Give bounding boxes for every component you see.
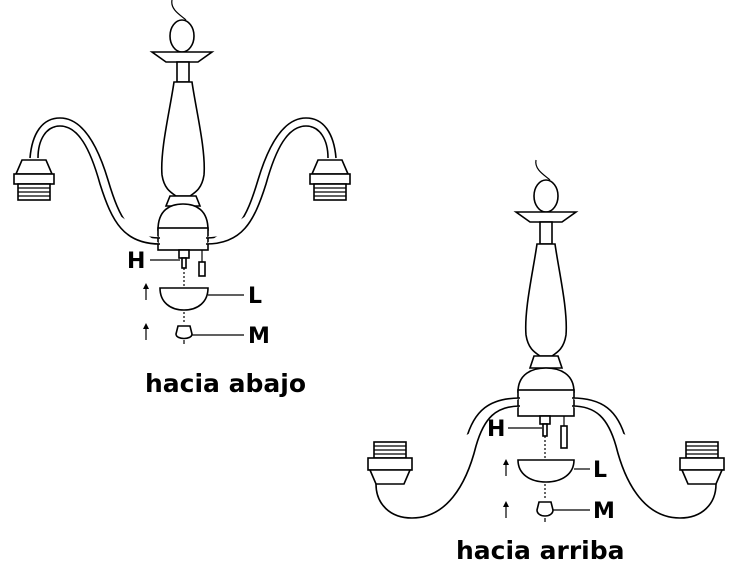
hub-band: [157, 227, 209, 251]
socket-right: [679, 441, 725, 485]
collar: [528, 355, 564, 369]
label-M: M: [248, 324, 270, 349]
up-arrow-icon: [503, 501, 509, 518]
fixture-upward: H L M hacia arriba: [367, 159, 725, 565]
bowl-cap: [159, 287, 209, 311]
up-arrow-icon: [503, 459, 509, 476]
socket-right: [309, 159, 351, 201]
threaded-rod: [181, 257, 187, 269]
label-M: M: [593, 499, 615, 524]
wire: [171, 0, 187, 21]
finial: [536, 501, 554, 517]
canopy: [513, 211, 579, 223]
label-H: H: [487, 417, 505, 442]
collar: [164, 195, 202, 207]
right-arm-inner: [205, 125, 329, 245]
up-arrow-icon: [143, 283, 149, 300]
threaded-rod: [542, 423, 548, 437]
hub-dome: [157, 203, 209, 231]
caption-upward: hacia arriba: [456, 536, 625, 565]
pull-chain-weight: [560, 425, 568, 449]
finial: [175, 325, 193, 340]
hanging-loop: [169, 19, 195, 53]
bowl-cap: [517, 459, 575, 483]
left-arm-inner: [37, 125, 161, 245]
right-arm-inner: [571, 405, 717, 519]
nut: [178, 249, 190, 259]
canopy: [149, 51, 215, 63]
label-L: L: [593, 458, 607, 483]
pull-chain-weight: [198, 261, 206, 277]
socket-left: [367, 441, 413, 485]
left-arm-inner: [375, 405, 521, 519]
label-H: H: [127, 249, 145, 274]
hub-band: [517, 389, 575, 417]
fixture-downward: H L M hacia abajo: [13, 0, 351, 398]
hub-dome: [517, 367, 575, 393]
wire: [535, 159, 551, 181]
caption-downward: hacia abajo: [145, 369, 306, 398]
neck: [539, 221, 553, 245]
up-arrow-icon: [143, 323, 149, 340]
socket-left: [13, 159, 55, 201]
label-L: L: [248, 284, 262, 309]
center-body: [524, 243, 568, 357]
neck: [176, 61, 190, 83]
hanging-loop: [533, 179, 559, 213]
center-body: [160, 81, 206, 197]
nut: [539, 415, 551, 425]
